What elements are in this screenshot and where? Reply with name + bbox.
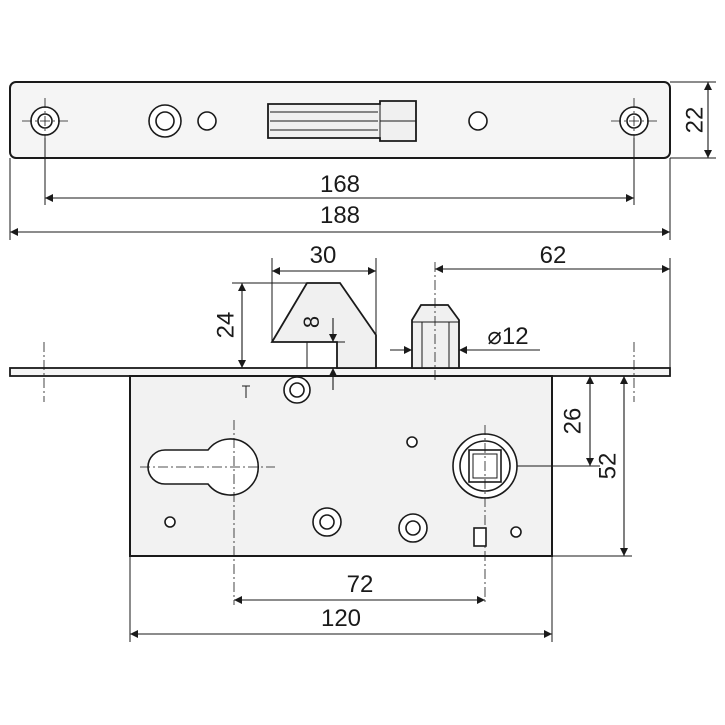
- dimension-8: 8: [299, 316, 345, 390]
- dimension-diameter-12: ⌀12: [390, 323, 540, 354]
- dimension-26: 26: [517, 375, 600, 467]
- dimension-120-label: 120: [321, 605, 361, 632]
- case-rivet-left: [312, 507, 342, 537]
- dimension-72: 72: [234, 571, 485, 604]
- dimension-168: 168: [44, 138, 635, 205]
- dimension-62-label: 62: [540, 242, 567, 269]
- case-rivet-right: [398, 513, 428, 543]
- faceplate-screw-hole-left: [22, 98, 68, 144]
- dead-bolt: [411, 262, 460, 380]
- dimension-22: 22: [670, 81, 716, 159]
- dimension-52-label: 52: [594, 453, 621, 480]
- dimension-120: 120: [129, 556, 553, 642]
- case-hole-small-2: [164, 516, 176, 528]
- dimension-24: 24: [212, 282, 307, 369]
- lock-front-view: [9, 262, 671, 605]
- dimension-30: 30: [271, 242, 377, 342]
- dimension-52: 52: [552, 375, 632, 557]
- faceplate-screw-hole-right: [611, 98, 657, 144]
- dimension-188: 188: [9, 158, 671, 240]
- faceplate-latch-hole: [148, 104, 182, 138]
- dimension-22-label: 22: [681, 107, 708, 134]
- cylinder-keyhole: [140, 420, 275, 605]
- dimension-30-label: 30: [310, 242, 337, 269]
- faceplate-edge: [9, 367, 671, 377]
- dimension-26-label: 26: [559, 408, 586, 435]
- case-slot: [473, 527, 487, 547]
- dimension-24-label: 24: [212, 312, 239, 339]
- dimension-168-label: 168: [320, 171, 360, 198]
- dimension-62: 62: [435, 242, 671, 368]
- case-hole-small-3: [510, 526, 522, 538]
- faceplate-small-hole-left: [197, 111, 217, 131]
- dimension-72-label: 72: [347, 571, 374, 598]
- dimension-diameter-12-label: ⌀12: [487, 323, 528, 350]
- dimension-188-label: 188: [320, 202, 360, 229]
- faceplate-latch-slot: [267, 100, 417, 142]
- case-mark: [242, 385, 250, 398]
- case-hole-small-1: [406, 436, 418, 448]
- latch-bolt: [270, 282, 377, 369]
- faceplate-small-hole-right: [468, 111, 488, 131]
- case-rivet-top: [283, 376, 311, 404]
- dimension-8-label: 8: [299, 316, 324, 328]
- faceplate-top-view: [9, 81, 671, 159]
